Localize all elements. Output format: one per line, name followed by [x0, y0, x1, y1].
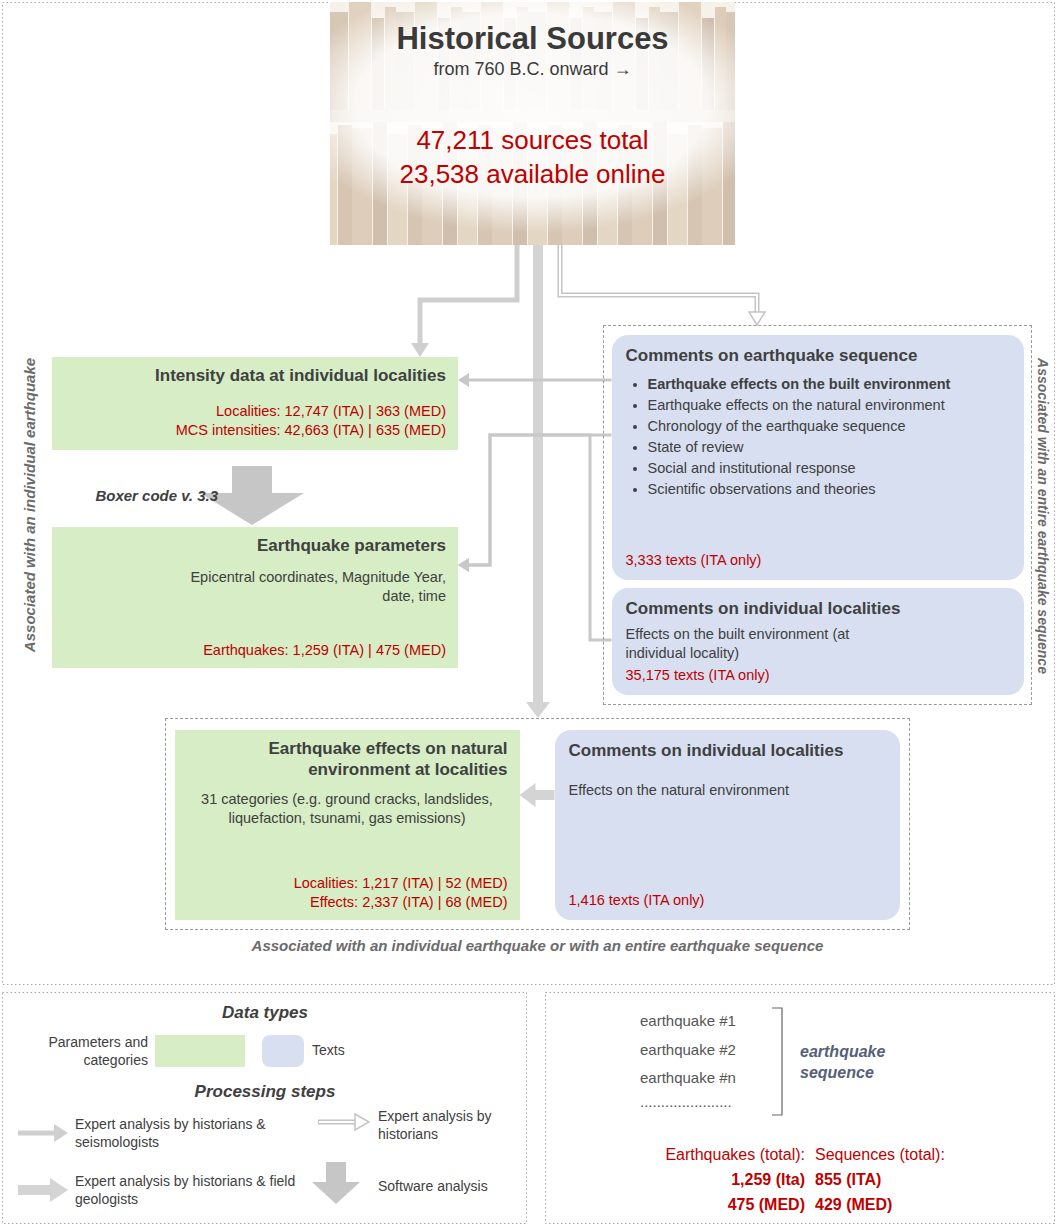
arrow-head: [458, 373, 469, 387]
arrow-head: [458, 558, 469, 572]
legend-arrow-seismologists: [18, 1124, 68, 1142]
legend-swatch: [262, 1035, 304, 1067]
t-red: Earthquakes: 1,259 (ITA) | 475 (MED): [64, 641, 446, 660]
legend-heading: Data types: [165, 1003, 365, 1023]
src-num: 23,538 available online: [400, 159, 666, 190]
vlabel-r: Associated with an entire earthquake seq…: [1034, 306, 1052, 726]
group-frame: Associated with an entire earthquake seq…: [603, 325, 1032, 705]
t-head: Earthquake parameters: [64, 535, 446, 556]
connector: [458, 435, 612, 640]
connector-line: [232, 466, 272, 494]
connector-line: [533, 245, 543, 703]
group-frame: Associated with an individual earthquake…: [165, 718, 910, 930]
parameter-box: Earthquake effects on natural environmen…: [175, 730, 520, 920]
earthquake-item: earthquake #n: [640, 1069, 770, 1086]
bookshelf-illustration: [287, 0, 777, 245]
legend-heading: Processing steps: [165, 1082, 365, 1102]
total-value: 1,259 (Ita): [600, 1170, 805, 1189]
t-body: Effects on the built environment (at ind…: [626, 625, 896, 663]
t-body: 31 categories (e.g. ground cracks, lands…: [187, 790, 508, 828]
legend-text: Texts: [312, 1042, 392, 1060]
legend-arrow-software: [312, 1162, 360, 1204]
t-red: Effects: 2,337 (ITA) | 68 (MED): [187, 893, 508, 912]
bullet: State of review: [648, 437, 1010, 458]
src-num: 47,211 sources total: [416, 125, 648, 156]
sequence-label: earthquake sequence: [800, 1042, 930, 1084]
legend-text: Expert analysis by historians & field ge…: [75, 1173, 305, 1208]
earthquake-item: earthquake #2: [640, 1041, 770, 1058]
connector-line: [468, 379, 612, 382]
total-value: 475 (MED): [600, 1195, 805, 1214]
t-red: MCS intensities: 42,663 (ITA) | 635 (MED…: [64, 421, 446, 440]
bullet: Earthquake effects on the built environm…: [648, 374, 1010, 395]
connector: [458, 435, 612, 572]
bullet: Scientific observations and theories: [648, 479, 1010, 500]
legend-swatch: [155, 1035, 245, 1067]
earthquake-item: earthquake #1: [640, 1012, 770, 1029]
t-body: Effects on the natural environment: [569, 781, 886, 800]
parameter-box: Intensity data at individual localitiesL…: [52, 357, 458, 450]
bullet: Chronology of the earthquake sequence: [648, 416, 1010, 437]
t-red: 3,333 texts (ITA only): [626, 551, 1010, 570]
t-head: Comments on earthquake sequence: [626, 345, 1010, 366]
bullet: Social and institutional response: [648, 458, 1010, 479]
t-head: Comments on individual localities: [626, 598, 1010, 619]
legend-arrow-geologists: [18, 1178, 68, 1202]
legend-text: Expert analysis by historians & seismolo…: [75, 1116, 290, 1151]
t-red: Localities: 12,747 (ITA) | 363 (MED): [64, 402, 446, 421]
total-label: Sequences (total):: [815, 1145, 1015, 1164]
legend-frame: [546, 993, 1055, 1224]
text-box: Comments on earthquake sequenceEarthquak…: [612, 335, 1024, 580]
legend-text: Expert analysis by historians: [378, 1108, 523, 1143]
bullet: Earthquake effects on the natural enviro…: [648, 395, 1010, 416]
arrow-head: [749, 312, 765, 325]
edge-label: Boxer code v. 3.3: [95, 487, 218, 504]
src-sub: from 760 B.C. onward →: [433, 59, 631, 81]
t-red: Localities: 1,217 (ITA) | 52 (MED): [187, 874, 508, 893]
t-head: Earthquake effects on natural environmen…: [187, 738, 508, 781]
t-head: Comments on individual localities: [569, 740, 886, 761]
ellipsis-dots: ......................: [640, 1093, 770, 1110]
src-title: Historical Sources: [396, 22, 668, 56]
arrow-head: [411, 343, 429, 357]
total-value: 855 (ITA): [815, 1170, 1015, 1189]
legend-frame: [3, 993, 527, 1224]
side-label: Associated with an individual earthquake: [21, 295, 39, 715]
parameter-box: Earthquake parametersEpicentral coordina…: [52, 527, 458, 668]
t-head: Intensity data at individual localities: [64, 365, 446, 386]
outer-frame: [3, 3, 1055, 985]
text-box: Comments on individual localitiesEffects…: [612, 588, 1024, 695]
legend-text: Parameters and categories: [48, 1034, 148, 1069]
arrow-head: [526, 702, 550, 718]
connector: [560, 245, 765, 325]
t-red: 1,416 texts (ITA only): [569, 891, 886, 910]
arrow-head: [520, 783, 536, 807]
caption-below: Associated with an individual earthquake…: [166, 937, 909, 954]
connector: [458, 373, 612, 387]
connector: [520, 783, 555, 807]
legend-text: Software analysis: [378, 1178, 523, 1196]
total-label: Earthquakes (total):: [600, 1145, 805, 1164]
sequence-bracket: [772, 1008, 782, 1115]
arrow-head: [458, 558, 469, 572]
t-body: Epicentral coordinates, Magnitude Year, …: [181, 568, 446, 606]
connector-line: [535, 790, 555, 800]
total-value: 429 (MED): [815, 1195, 1015, 1214]
source-box: Historical Sources from 760 B.C. onward →…: [330, 2, 735, 245]
connector: [526, 245, 550, 718]
legend-arrow-historians: [318, 1114, 369, 1130]
connector-line: [420, 245, 517, 344]
text-box: Comments on individual localitiesEffects…: [555, 730, 900, 920]
connector-line: [560, 245, 757, 313]
connector: [411, 245, 517, 357]
connector-inner: [560, 245, 757, 313]
connector-line: [468, 435, 612, 640]
t-red: 35,175 texts (ITA only): [626, 666, 1010, 685]
